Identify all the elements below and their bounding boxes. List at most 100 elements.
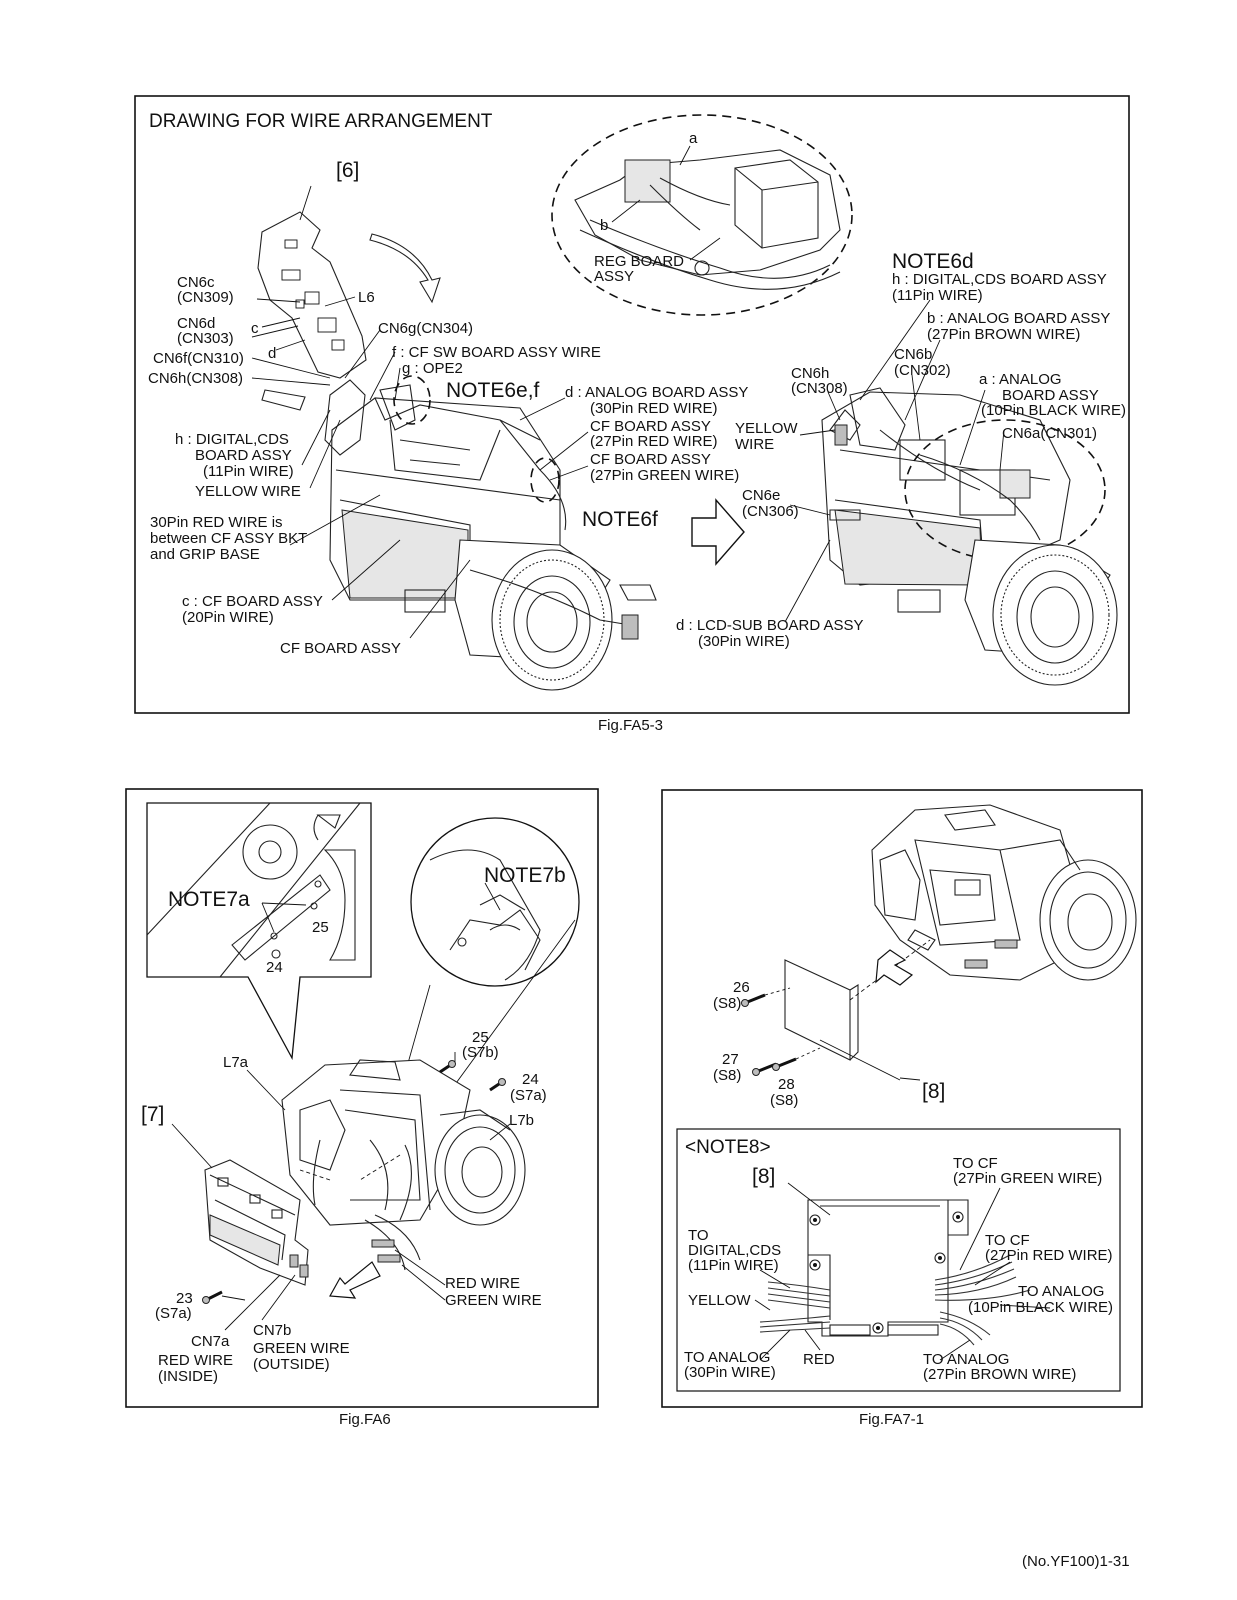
screw-27-num: 27 <box>722 1051 739 1068</box>
yellow-wire-left: YELLOW WIRE <box>195 483 301 500</box>
h-digital-cds-board-right: h : DIGITAL,CDS BOARD ASSY <box>892 271 1107 288</box>
l7a-label: L7a <box>223 1054 249 1071</box>
green-wire-label: GREEN WIRE <box>445 1292 542 1309</box>
cn6h-right-code: (CN308) <box>791 380 848 397</box>
cn6c-code: (CN309) <box>177 289 234 306</box>
h-digital-cds: h : DIGITAL,CDS <box>175 431 289 448</box>
cn6d-label: CN6d <box>177 315 215 332</box>
cf-board-assy-label: CF BOARD ASSY <box>280 640 401 657</box>
caption-fa6: Fig.FA6 <box>339 1411 391 1428</box>
screw-23-icon <box>202 1290 223 1304</box>
ref-8: [8] <box>922 1080 945 1103</box>
camcorder-drawing-left: [6] CN6c (CN309) L6 CN6d (CN303) c d CN6… <box>148 159 748 691</box>
camcorder-drawing-fa7 <box>871 804 1137 981</box>
yellow-label: YELLOW <box>688 1292 751 1309</box>
d-lcd-sub-board: d : LCD-SUB BOARD ASSY <box>676 617 864 634</box>
insertion-arrow-icon <box>875 949 914 986</box>
reg-board-label-1: REG BOARD <box>594 253 684 270</box>
cn6h-label: CN6h(CN308) <box>148 370 243 387</box>
cn7a-red-wire: RED WIRE <box>158 1352 233 1369</box>
cf-board-green: CF BOARD ASSY <box>590 451 711 468</box>
screw-23-type: (S7a) <box>155 1305 192 1322</box>
cn6f-label: CN6f(CN310) <box>153 350 244 367</box>
screw-26-type: (S8) <box>713 995 741 1012</box>
d-analog-board: d : ANALOG BOARD ASSY <box>565 384 748 401</box>
to-analog-27pin-wire: (27Pin BROWN WIRE) <box>923 1366 1076 1383</box>
reg-board-inset: a b REG BOARD ASSY <box>551 114 853 316</box>
ref-6: [6] <box>336 159 359 182</box>
note6d: NOTE6d <box>892 250 974 273</box>
h-11pin-right: (11Pin WIRE) <box>892 287 983 304</box>
screw-26-icon <box>741 993 766 1007</box>
to-analog-10pin: TO ANALOG <box>1018 1283 1104 1300</box>
inset-label-b: b <box>600 217 608 234</box>
c-20pin-wire: (20Pin WIRE) <box>182 609 274 626</box>
note7a-25: 25 <box>312 919 329 936</box>
cn6e-label: CN6e <box>742 487 780 504</box>
d-analog-wire: (30Pin RED WIRE) <box>590 400 718 417</box>
ref-7: [7] <box>141 1103 164 1126</box>
figure-title: DRAWING FOR WIRE ARRANGEMENT <box>149 111 493 132</box>
screw-24-num: 24 <box>522 1071 539 1088</box>
cn7a-label: CN7a <box>191 1333 230 1350</box>
yellow-right-1: YELLOW <box>735 420 798 437</box>
screw-27-type: (S8) <box>713 1067 741 1084</box>
caption-fa7-1: Fig.FA7-1 <box>859 1411 924 1428</box>
screw-24-icon <box>489 1078 506 1092</box>
to-analog-30pin: TO ANALOG <box>684 1349 770 1366</box>
screw-28-type: (S8) <box>770 1092 798 1109</box>
l6-label: L6 <box>358 289 375 306</box>
note6f: NOTE6f <box>582 508 658 531</box>
label-c: c <box>251 320 259 337</box>
right-arrow-icon <box>691 498 745 566</box>
note6ef: NOTE6e,f <box>446 379 540 402</box>
note7a-24: 24 <box>266 959 283 976</box>
to-analog-27pin: TO ANALOG <box>923 1351 1009 1368</box>
a-analog: a : ANALOG <box>979 371 1062 388</box>
screw-28-icon <box>772 1057 797 1071</box>
cn6e-code: (CN306) <box>742 503 799 520</box>
screw-25-num: 25 <box>472 1029 489 1046</box>
h-11pin-wire: (11Pin WIRE) <box>203 463 294 480</box>
yellow-right-2: WIRE <box>735 436 774 453</box>
label-d: d <box>268 345 276 362</box>
to-digital-11pin: (11Pin WIRE) <box>688 1257 779 1274</box>
a-10pin-black: (10Pin BLACK WIRE) <box>981 402 1126 419</box>
to-analog-10pin-wire: (10Pin BLACK WIRE) <box>968 1299 1113 1316</box>
note8-box: <NOTE8> [8] TO CF (27Pin GREEN WIRE) TO … <box>676 1128 1121 1392</box>
red30-note-3: and GRIP BASE <box>150 546 260 563</box>
ref-8-note: [8] <box>752 1165 775 1188</box>
figure-frame <box>125 788 599 1408</box>
camcorder-drawing-fa6 <box>281 1059 526 1271</box>
screw-28-num: 28 <box>778 1076 795 1093</box>
cf-board-red-wire: (27Pin RED WIRE) <box>590 433 718 450</box>
cn6c-label: CN6c <box>177 274 215 291</box>
red-label: RED <box>803 1351 835 1368</box>
page-number: (No.YF100)1-31 <box>1022 1553 1130 1570</box>
cf-board-green-wire: (27Pin GREEN WIRE) <box>590 467 739 484</box>
cn6b-code: (CN302) <box>894 362 951 379</box>
b-analog-board: b : ANALOG BOARD ASSY <box>927 310 1110 327</box>
inset-label-a: a <box>689 130 698 147</box>
figure-fa5-3: DRAWING FOR WIRE ARRANGEMENT a b REG BOA… <box>134 95 1130 734</box>
figure-frame <box>134 95 1130 714</box>
camcorder-drawing-right: NOTE6d h : DIGITAL,CDS BOARD ASSY (11Pin… <box>676 250 1126 686</box>
screw-25-type: (S7b) <box>462 1044 499 1061</box>
note8-title: <NOTE8> <box>685 1137 771 1158</box>
l7b-label: L7b <box>509 1112 534 1129</box>
to-analog-30pin-wire: (30Pin WIRE) <box>684 1364 776 1381</box>
screw-26-num: 26 <box>733 979 750 996</box>
to-cf-green: TO CF <box>953 1155 998 1172</box>
red30-note-1: 30Pin RED WIRE is <box>150 514 283 531</box>
to-cf-red-wire: (27Pin RED WIRE) <box>985 1247 1113 1264</box>
f-cf-sw-wire: f : CF SW BOARD ASSY WIRE <box>392 344 601 361</box>
note7a: NOTE7a <box>168 888 250 911</box>
a-board-assy: BOARD ASSY <box>1002 387 1099 404</box>
cn7b-outside: (OUTSIDE) <box>253 1356 330 1373</box>
screw-23-num: 23 <box>176 1290 193 1307</box>
cf-board-red: CF BOARD ASSY <box>590 418 711 435</box>
figure-fa7-1: 26 (S8) 27 (S8) 28 (S8) [8] <box>661 789 1143 1428</box>
to-digital: TO <box>688 1227 709 1244</box>
cn6a-label: CN6a(CN301) <box>1002 425 1097 442</box>
